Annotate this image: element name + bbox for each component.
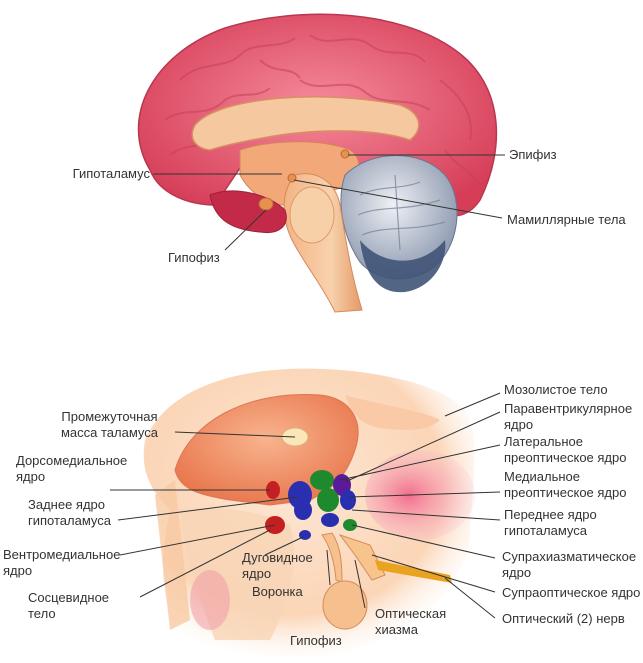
label-supraoptic-nucleus: Супраоптическое ядро <box>502 585 641 600</box>
label-optic-chiasm: Оптическая хиазма <box>375 606 447 637</box>
bottom-leader-lines <box>110 392 501 619</box>
cerebellum-dark-lobe <box>360 240 446 293</box>
label-corpus-callosum: Мозолистое тело <box>504 382 608 397</box>
label-infundibulum: Воронка <box>252 584 303 599</box>
sagittal-brain <box>137 13 505 313</box>
label-medial-preoptic-nucleus: Медиальное преоптическое ядро <box>504 469 627 500</box>
label-posterior-nucleus: Заднее ядро гипоталамуса <box>28 497 112 528</box>
label-hypothalamus: Гипоталамус <box>72 166 150 181</box>
top-leader-lines <box>153 154 505 251</box>
label-paraventricular-nucleus: Паравентрикулярное ядро <box>504 401 633 432</box>
pituitary-top <box>258 197 274 211</box>
label-mamillary-body: Сосцевидное тело <box>28 590 110 621</box>
hypothalamic-nuclei <box>265 470 357 540</box>
left-tract <box>155 480 190 630</box>
green-nucleus-top <box>310 470 334 490</box>
corpus-callosum <box>191 96 420 151</box>
label-arcuate-nucleus: Дуговидное ядро <box>242 550 313 581</box>
label-ventromedial-nucleus: Вентромедиальное ядро <box>3 547 121 578</box>
medial-preoptic-nucleus <box>340 490 356 510</box>
label-pituitary-bottom: Гипофиз <box>290 633 342 648</box>
label-epiphysis: Эпифиз <box>509 147 557 162</box>
pituitary-bottom <box>322 580 368 630</box>
label-interthalamic-mass: Промежуточная масса таламуса <box>60 409 159 440</box>
ventromedial-nucleus <box>294 500 312 520</box>
green-nucleus-mid <box>317 488 339 512</box>
pons <box>289 186 335 244</box>
label-pituitary-top: Гипофиз <box>168 250 220 265</box>
suprachiasmatic-nucleus <box>343 519 357 531</box>
mamillary-body <box>287 173 297 183</box>
epiphysis <box>340 149 350 159</box>
pink-spot <box>190 570 230 630</box>
dorsomedial-nucleus <box>266 481 280 499</box>
hypothalamus-nuclei-diagram <box>110 368 501 657</box>
label-lateral-preoptic-nucleus: Латеральное преоптическое ядро <box>504 434 627 465</box>
label-optic-nerve: Оптический (2) нерв <box>502 611 625 626</box>
label-suprachiasmatic-nucleus: Супрахиазматическое ядро <box>502 549 637 580</box>
label-mamillary-bodies: Мамиллярные тела <box>507 212 626 227</box>
corpus-callosum-lower <box>345 395 440 430</box>
optic-chiasm <box>338 534 386 581</box>
anterior-nucleus <box>321 513 339 527</box>
label-anterior-nucleus: Переднее ядро гипоталамуса <box>504 507 597 538</box>
optic-nerve <box>375 560 452 583</box>
label-dorsomedial-nucleus: Дорсомедиальное ядро <box>16 453 128 484</box>
